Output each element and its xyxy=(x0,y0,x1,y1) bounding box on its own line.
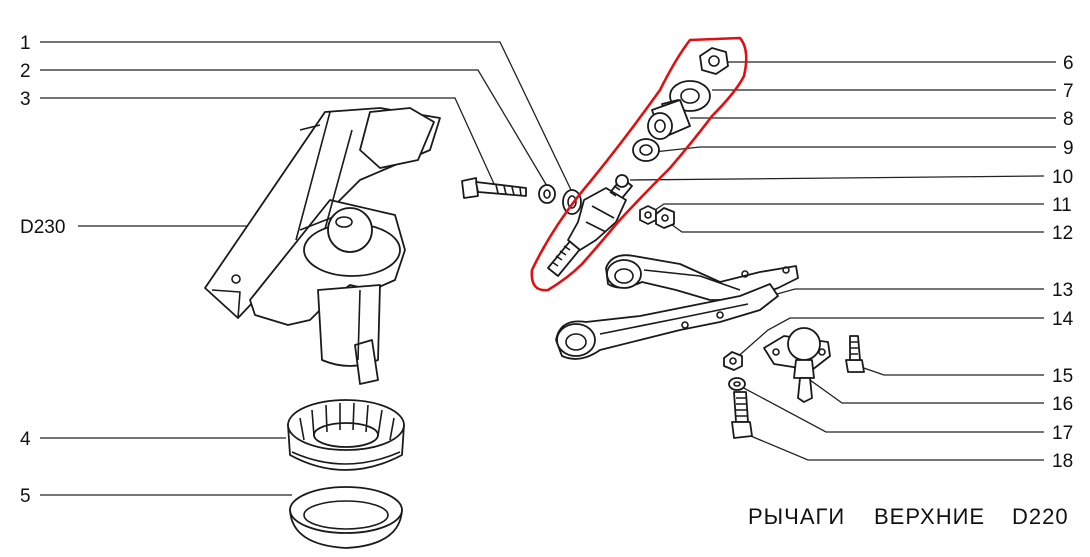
callout-label-9: 9 xyxy=(1063,138,1074,159)
washer-12 xyxy=(655,207,675,229)
leader-line-1 xyxy=(40,41,573,193)
highlight-outline xyxy=(530,36,748,292)
caption-word-levers: РЫЧАГИ xyxy=(748,504,845,529)
callout-label-5: 5 xyxy=(20,486,31,507)
leader-line-14 xyxy=(733,317,1044,361)
caption-code: D220 xyxy=(1012,504,1069,529)
callout-label-18: 18 xyxy=(1052,451,1073,472)
strut-tower-body-mount xyxy=(204,107,441,385)
nut-14 xyxy=(723,351,743,371)
washer-9 xyxy=(632,138,660,162)
leader-line-9 xyxy=(653,146,1056,153)
nut-11 xyxy=(639,205,657,225)
leader-line-2 xyxy=(40,69,548,187)
bolt-15 xyxy=(845,335,865,373)
callout-label-1: 1 xyxy=(20,33,31,54)
spring-support-cup xyxy=(287,399,405,471)
callout-label-10: 10 xyxy=(1052,167,1073,188)
callout-label-4: 4 xyxy=(20,429,31,450)
ball-joint-16 xyxy=(763,327,831,403)
upper-arm-axle-10 xyxy=(547,174,633,277)
lower-control-arm-14 xyxy=(555,283,779,360)
leader-line-17 xyxy=(739,385,1044,433)
callout-label-6: 6 xyxy=(1063,53,1074,74)
callout-label-16: 16 xyxy=(1052,394,1073,415)
lock-washer-2 xyxy=(538,184,556,204)
upper-control-arm-13 xyxy=(605,254,799,301)
lock-washer-17 xyxy=(728,377,746,391)
leader-line-18 xyxy=(745,433,1044,461)
callout-label-2: 2 xyxy=(20,61,31,82)
callout-label-d230: D230 xyxy=(20,217,65,238)
leader-line-13 xyxy=(769,288,1044,297)
callout-label-3: 3 xyxy=(20,89,31,110)
bolt-18 xyxy=(731,391,753,439)
leader-line-12 xyxy=(667,221,1044,233)
washer-1 xyxy=(562,189,582,215)
nut-6 xyxy=(699,47,729,75)
callout-label-7: 7 xyxy=(1063,81,1074,102)
leader-line-15 xyxy=(857,365,1044,376)
callout-label-13: 13 xyxy=(1052,280,1073,301)
callout-label-8: 8 xyxy=(1063,109,1074,130)
caption-word-upper: ВЕРХНИЕ xyxy=(874,504,985,529)
callout-label-14: 14 xyxy=(1052,309,1074,330)
callout-label-17: 17 xyxy=(1052,423,1073,444)
bushing-8 xyxy=(647,99,691,140)
callout-label-12: 12 xyxy=(1052,223,1073,244)
leader-line-11 xyxy=(651,203,1044,213)
leader-line-16 xyxy=(809,379,1044,404)
spring-insulator xyxy=(289,486,403,549)
callout-label-15: 15 xyxy=(1052,366,1073,387)
callout-label-11: 11 xyxy=(1052,195,1072,216)
bolt-3 xyxy=(461,177,527,199)
leader-line-3 xyxy=(40,97,496,187)
leader-line-10 xyxy=(629,175,1045,181)
